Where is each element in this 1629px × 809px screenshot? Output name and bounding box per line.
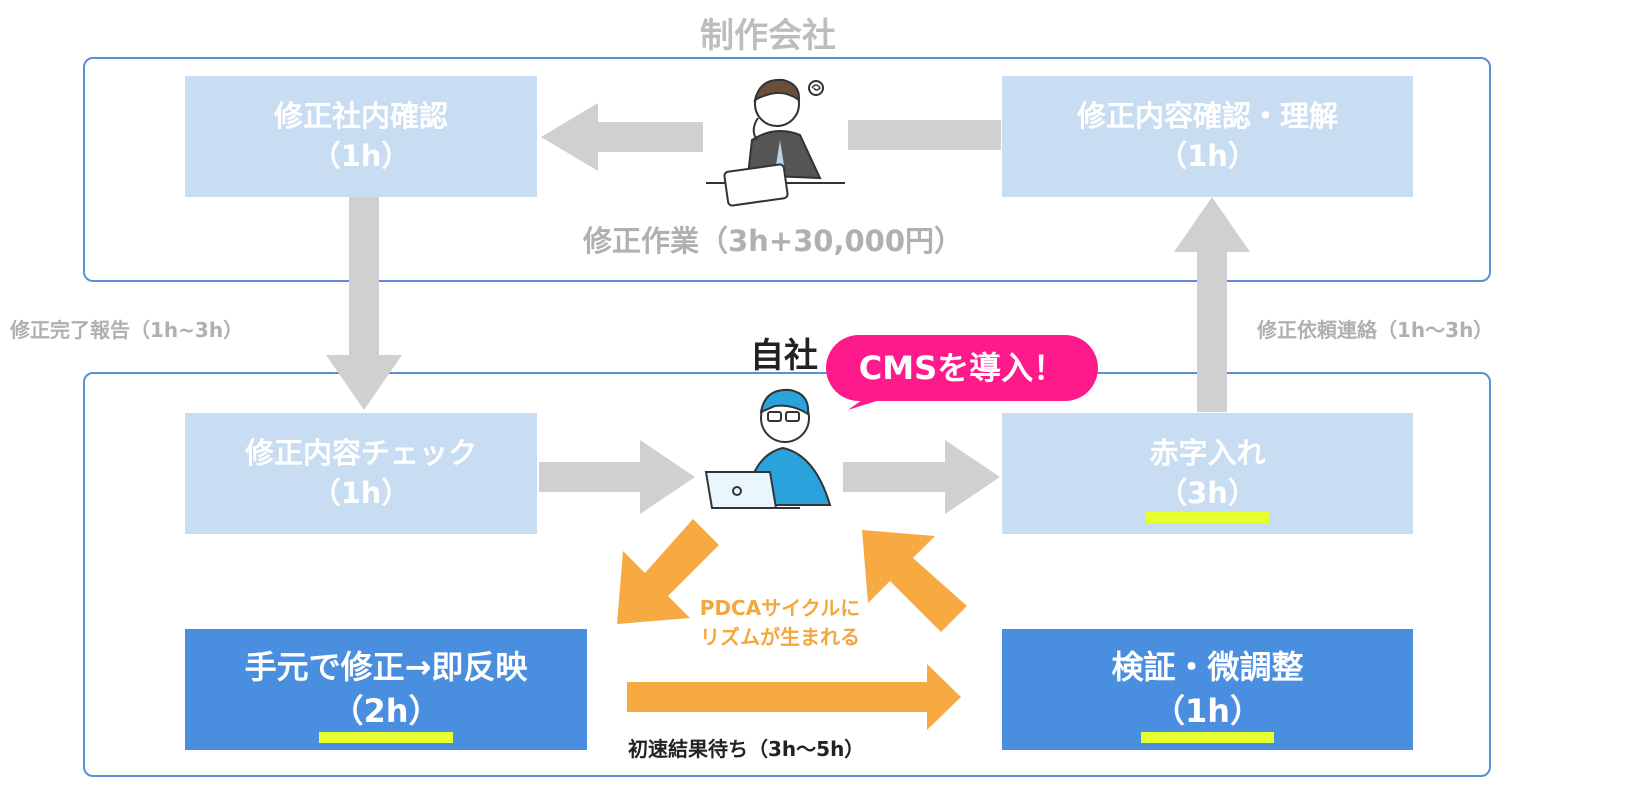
- cms-bubble-text: CMSを導入！: [858, 349, 1066, 387]
- arrow-request-up: [1174, 197, 1250, 412]
- box-content-check: 修正内容チェック （1h）: [185, 413, 537, 534]
- arrow-completion-down: [326, 197, 402, 410]
- company-panel: [83, 372, 1491, 777]
- box-verify-title: 検証・微調整: [1111, 648, 1304, 687]
- arrow-check-to-person: [539, 440, 695, 514]
- box-internal-confirm: 修正社内確認 （1h）: [185, 76, 537, 197]
- pdca-label-line2: リズムが生まれる: [700, 625, 860, 649]
- box-verify: 検証・微調整 （1h）: [1002, 629, 1413, 750]
- arrow-person-to-redline: [843, 440, 1000, 514]
- box-internal-confirm-title: 修正社内確認: [273, 99, 448, 134]
- pdca-label: PDCAサイクルに リズムが生まれる: [660, 594, 900, 652]
- box-instant-fix-time: （2h）: [331, 691, 441, 730]
- wait-label: 初速結果待ち（3h〜5h）: [628, 737, 865, 761]
- box-redline-time: （3h）: [1158, 475, 1257, 510]
- box-instant-fix: 手元で修正→即反映 （2h）: [185, 629, 587, 750]
- vendor-worker-icon: [706, 78, 845, 207]
- box-redline: 赤字入れ （3h）: [1002, 413, 1413, 534]
- vendor-title: 制作会社: [700, 16, 836, 56]
- bar-from-understand: [848, 120, 1001, 150]
- box-instant-fix-title: 手元で修正→即反映: [244, 648, 528, 687]
- pdca-label-line1: PDCAサイクルに: [699, 596, 861, 620]
- box-internal-confirm-time: （1h）: [311, 138, 411, 173]
- highlight-marker: [1140, 731, 1275, 743]
- vendor-work-label: 修正作業（3h+30,000円）: [583, 224, 964, 258]
- vendor-panel: [83, 57, 1491, 282]
- box-verify-time: （1h）: [1152, 691, 1263, 730]
- arrow-to-internal-confirm: [541, 103, 703, 171]
- box-understand-time: （1h）: [1158, 138, 1257, 173]
- highlight-marker: [319, 731, 453, 743]
- highlight-marker: [1146, 511, 1269, 523]
- box-redline-title: 赤字入れ: [1149, 436, 1266, 471]
- company-title: 自社: [750, 336, 818, 376]
- arrow-orange-down-left: [617, 519, 719, 624]
- completion-report-label: 修正完了報告（1h~3h）: [10, 318, 244, 342]
- box-content-check-title: 修正内容チェック: [244, 436, 477, 471]
- company-worker-icon: [704, 388, 832, 509]
- box-content-check-time: （1h）: [311, 475, 411, 510]
- request-contact-label: 修正依頼連絡（1h〜3h）: [1257, 318, 1494, 342]
- cms-bubble-shape: [826, 335, 1098, 410]
- box-redline-time-wrap: （3h）: [1146, 474, 1269, 523]
- arrow-orange-up-left: [862, 530, 967, 632]
- box-understand: 修正内容確認・理解 （1h）: [1002, 76, 1413, 197]
- box-instant-fix-time-wrap: （2h）: [319, 690, 453, 743]
- box-verify-time-wrap: （1h）: [1140, 690, 1275, 743]
- arrow-orange-right: [627, 664, 961, 730]
- box-understand-title: 修正内容確認・理解: [1076, 99, 1338, 134]
